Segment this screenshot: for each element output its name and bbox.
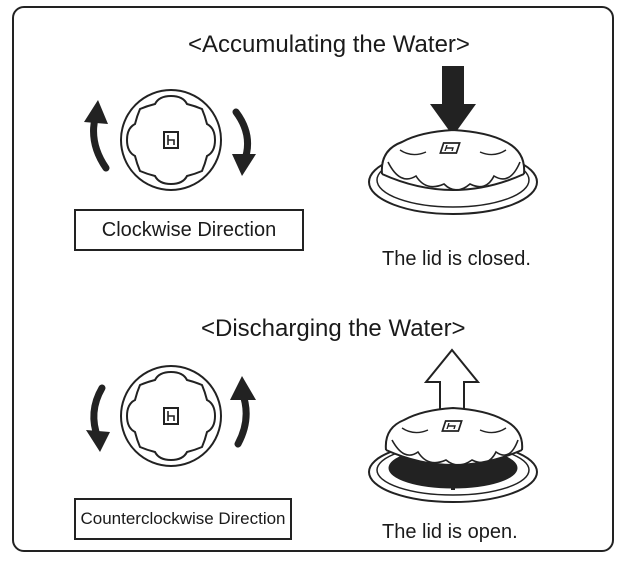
accumulating-heading: <Accumulating the Water> (188, 31, 470, 58)
knob-top-view-clockwise (84, 89, 256, 191)
rotation-arrow-right-icon (232, 108, 256, 176)
lid-closed-caption: The lid is closed. (382, 248, 531, 270)
lid-open-illustration (368, 348, 538, 503)
rotation-arrow-left-icon (86, 384, 110, 452)
knob-icon (120, 365, 222, 467)
down-arrow-icon (430, 66, 476, 136)
knob-icon (120, 89, 222, 191)
discharging-heading: <Discharging the Water> (201, 315, 466, 342)
lid-logo-icon (439, 142, 461, 154)
lid-logo-icon (441, 420, 463, 432)
counterclockwise-direction-label: Counterclockwise Direction (74, 498, 292, 540)
clockwise-direction-label: Clockwise Direction (74, 209, 304, 251)
diagram-frame (12, 6, 614, 552)
lid-closed-illustration (368, 66, 538, 215)
lid-open-caption: The lid is open. (382, 521, 518, 543)
rotation-arrow-right-icon (230, 376, 256, 448)
rotation-arrow-left-icon (84, 100, 110, 172)
knob-top-view-counterclockwise (86, 365, 256, 467)
up-arrow-icon (423, 348, 481, 415)
